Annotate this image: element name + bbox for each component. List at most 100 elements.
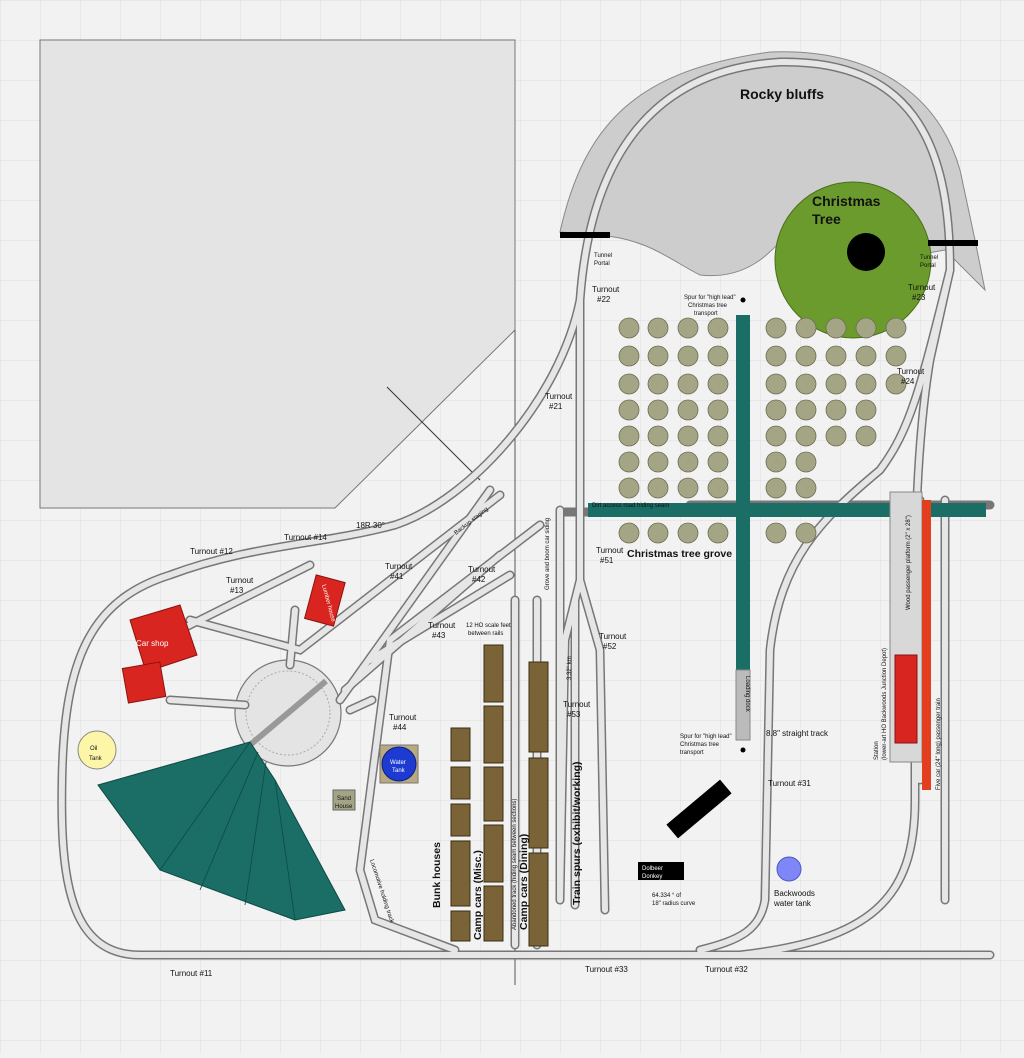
rocky-bluffs-label: Rocky bluffs (740, 86, 824, 102)
buildings (77, 491, 931, 882)
turnout-42-label-1: Turnout (468, 565, 496, 574)
spur-end-top (740, 297, 746, 303)
loading-dock (735, 669, 751, 741)
car-shop (129, 604, 198, 673)
grove-tree (707, 477, 729, 499)
radius-label: 18R 30° (356, 521, 385, 530)
tunnel-portal-west-label-1: Tunnel (594, 253, 612, 259)
turnout-12-label: Turnout #12 (190, 547, 233, 556)
water-tank (381, 746, 417, 782)
tunnel-portal-west (560, 232, 610, 238)
car-shop-annex (121, 661, 167, 704)
grove-tree (765, 477, 787, 499)
abandoned-track-label: Abandoned track (hiding seam between sec… (512, 799, 518, 930)
turnout-53-label-1: Turnout (563, 700, 591, 709)
water-tank-label-2: Tank (392, 768, 406, 774)
tree-trunk (847, 233, 885, 271)
adjacent-module-panel (39, 39, 516, 509)
turnout-23-label-1: Turnout (908, 283, 936, 292)
scale-km-label: 3.32° km (567, 656, 573, 680)
turnout-11-label: Turnout #11 (170, 969, 213, 978)
grove-tree (618, 425, 640, 447)
grove-tree (765, 373, 787, 395)
passenger-train-label: Five car (24" long) passenger train (936, 698, 942, 790)
grove-tree (618, 477, 640, 499)
sand-house (332, 789, 356, 811)
grove-tree (618, 317, 640, 339)
tunnel-portal-west-label-2: Portal (594, 261, 610, 267)
dolbeer-label-1: Dolbeer (642, 866, 663, 872)
loading-dock-label: Loading dock (744, 676, 750, 713)
grove-tree (647, 373, 669, 395)
dirt-access-road (588, 503, 986, 517)
turnout-21-label-2: #21 (549, 402, 563, 411)
grove-tree (855, 399, 877, 421)
camp-cars-dining (528, 661, 549, 947)
grove-tree (707, 317, 729, 339)
grove-tree (765, 345, 787, 367)
tunnel-portal-east (928, 240, 978, 246)
turnout-52-label-1: Turnout (599, 632, 627, 641)
grove-tree (765, 451, 787, 473)
spur-top-label-3: transport (694, 311, 718, 317)
grove-siding-label: Grove and boom car siding (545, 518, 551, 590)
turnout-14-label: Turnout #14 (284, 533, 327, 542)
oil-tank-label-1: Oil (90, 746, 97, 752)
grove-tree (765, 317, 787, 339)
flat-car (666, 779, 732, 839)
turnout-51-label-1: Turnout (596, 546, 624, 555)
grove-tree (855, 425, 877, 447)
grove-tree (647, 425, 669, 447)
turnout-44-label-2: #44 (393, 723, 407, 732)
grove-tree (647, 477, 669, 499)
high-lead-spur (736, 315, 750, 670)
grove-tree (677, 373, 699, 395)
backwoods-tank-label-2: water tank (773, 899, 812, 908)
turnout-22-label-2: #22 (597, 295, 611, 304)
turnout-44-label-1: Turnout (389, 713, 417, 722)
spur-bottom-label-2: Christmas tree (680, 742, 720, 748)
spur-top-label-1: Spur for "high lead" (684, 295, 736, 301)
grove-tree (825, 399, 847, 421)
lumber-house (303, 574, 346, 627)
dirt-road-label: Dirt access road hiding seam (592, 503, 669, 509)
scale-label-2: between rails (468, 631, 503, 637)
grove-tree (795, 373, 817, 395)
curve-label-1: 64.334 ° of (652, 893, 681, 899)
turnout-24-label-1: Turnout (897, 367, 925, 376)
grove-tree (618, 399, 640, 421)
straight-track-label: 8.8" straight track (766, 729, 829, 738)
turntable-bridge (248, 678, 328, 748)
grove-tree (647, 317, 669, 339)
water-tank-label-1: Water (390, 760, 406, 766)
grove-tree (885, 373, 907, 395)
christmas-tree-grove (618, 317, 907, 544)
grove-tree (795, 451, 817, 473)
grove-tree (825, 425, 847, 447)
turnout-52-label-2: #52 (603, 642, 617, 651)
grove-tree (618, 373, 640, 395)
platform-label: Wood passenger platform (2" x 28") (906, 515, 912, 610)
tunnel-portal-east-label-2: Portal (920, 263, 936, 269)
grove-tree (707, 399, 729, 421)
grove-tree (647, 345, 669, 367)
grove-tree (825, 373, 847, 395)
grove-tree (795, 425, 817, 447)
scale-label-1: 12 HO scale feet (466, 623, 511, 629)
grove-tree (677, 477, 699, 499)
station-label-1: Station (874, 741, 880, 760)
grove-tree (618, 345, 640, 367)
turnout-13-label-1: Turnout (226, 576, 254, 585)
grove-tree (707, 373, 729, 395)
turnout-51-label-2: #51 (600, 556, 614, 565)
dolbeer-donkey (638, 862, 684, 880)
backwoods-water-tank (776, 856, 802, 882)
turnout-42-label-2: #42 (472, 575, 486, 584)
train-spurs-label: Train spurs (exhibit/working) (571, 761, 583, 905)
grove-tree (647, 451, 669, 473)
grove-tree (795, 345, 817, 367)
turnout-24-label-2: #24 (901, 377, 915, 386)
spur-top-label-2: Christmas tree (688, 303, 728, 309)
grove-tree (855, 373, 877, 395)
